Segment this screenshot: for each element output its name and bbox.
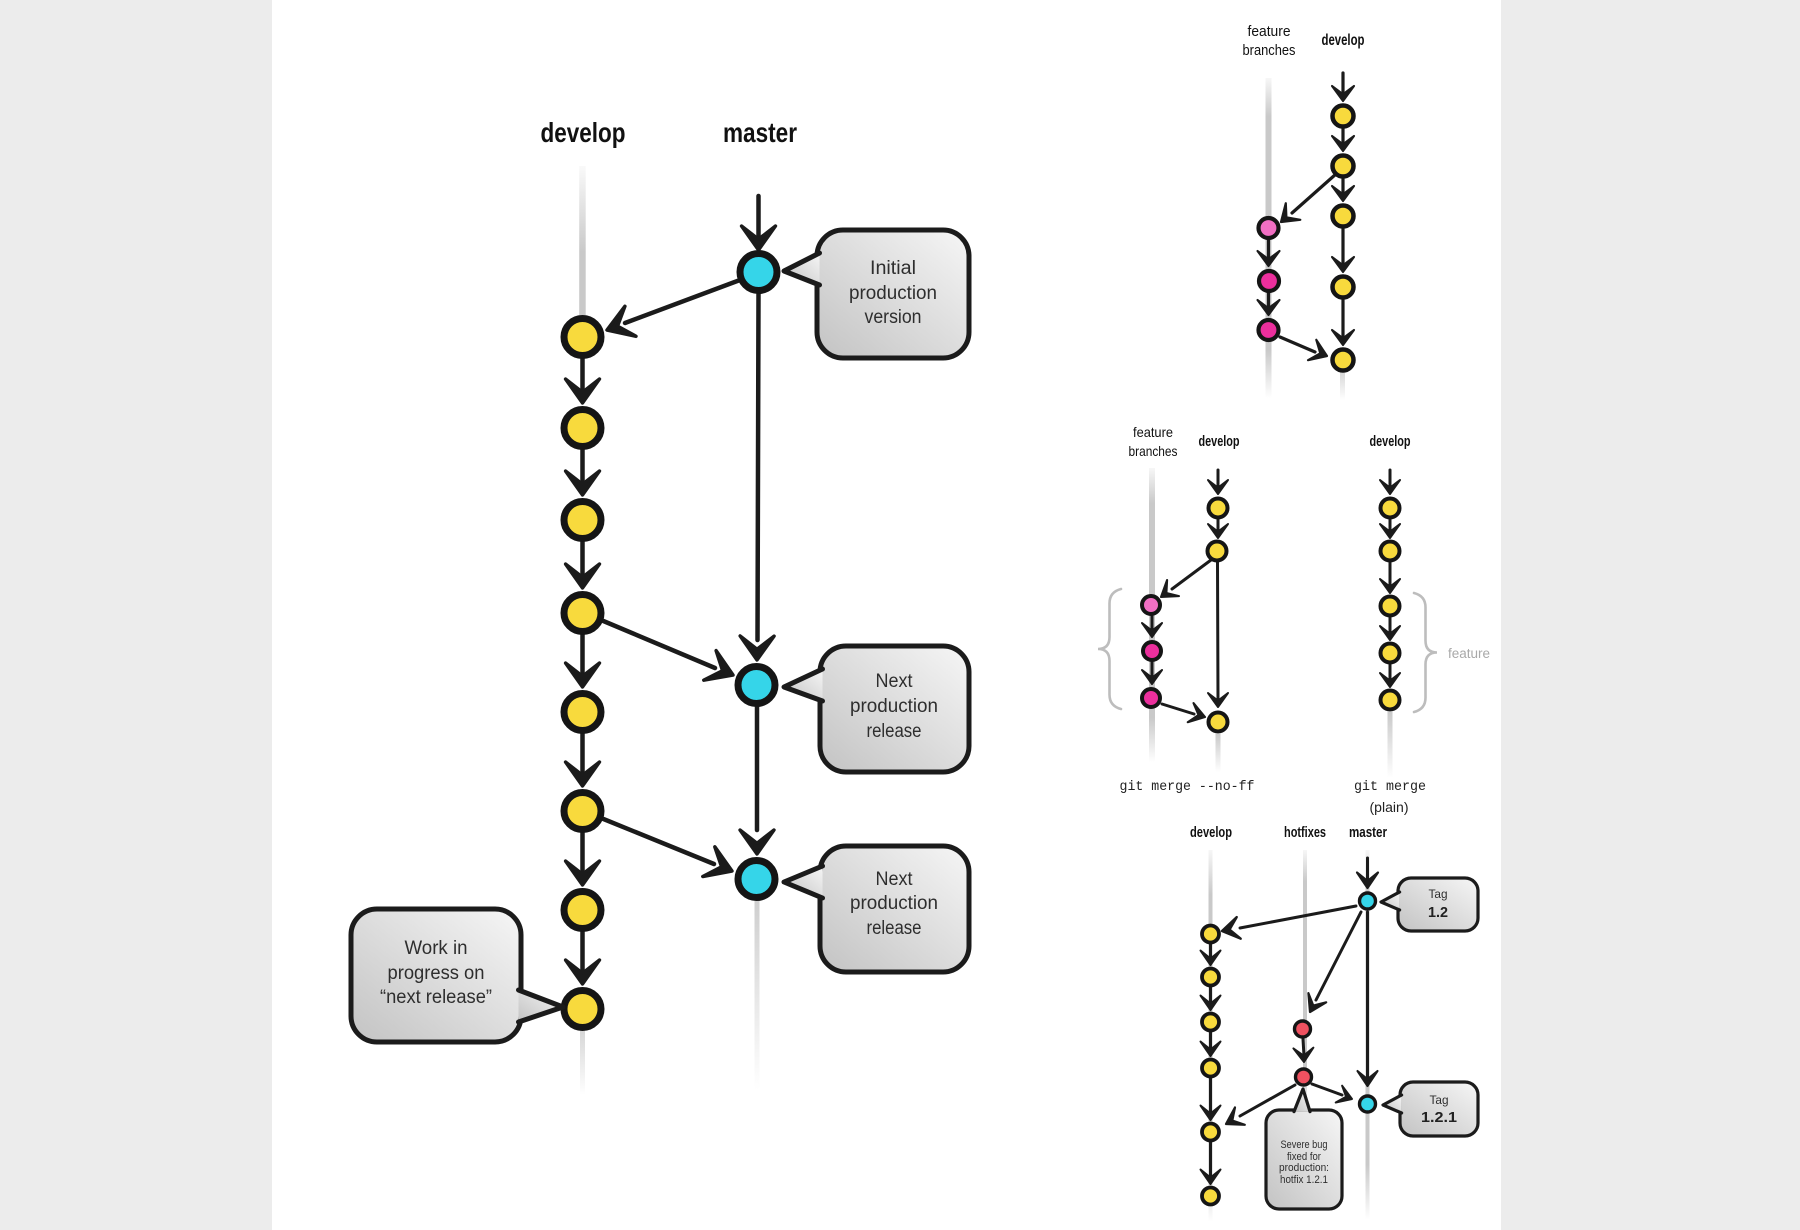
svg-text:fixed for: fixed for: [1287, 1151, 1321, 1163]
svg-text:Initial: Initial: [870, 258, 916, 279]
svg-text:“next release”: “next release”: [380, 987, 492, 1008]
svg-text:hotfixes: hotfixes: [1284, 825, 1326, 841]
svg-text:Tag: Tag: [1430, 1093, 1449, 1107]
svg-text:production: production: [850, 696, 938, 717]
svg-text:release: release: [867, 918, 922, 939]
svg-text:develop: develop: [541, 117, 626, 148]
svg-text:master: master: [723, 117, 797, 148]
svg-text:version: version: [865, 307, 922, 328]
svg-text:1.2.1: 1.2.1: [1421, 1109, 1457, 1126]
svg-text:Tag: Tag: [1429, 887, 1448, 901]
svg-text:git merge: git merge: [1354, 780, 1426, 795]
svg-text:feature: feature: [1133, 424, 1173, 440]
svg-text:feature: feature: [1448, 646, 1490, 661]
svg-text:git merge --no-ff: git merge --no-ff: [1120, 780, 1255, 795]
svg-text:develop: develop: [1190, 825, 1232, 841]
svg-text:(plain): (plain): [1370, 800, 1409, 815]
svg-text:hotfix 1.2.1: hotfix 1.2.1: [1280, 1174, 1328, 1186]
svg-text:develop: develop: [1322, 32, 1365, 49]
svg-text:Next: Next: [876, 671, 914, 692]
svg-text:Severe bug: Severe bug: [1281, 1139, 1328, 1151]
svg-text:Work in: Work in: [405, 938, 468, 959]
svg-text:1.2: 1.2: [1428, 904, 1448, 921]
svg-text:feature: feature: [1248, 23, 1291, 40]
svg-text:production: production: [849, 283, 937, 304]
svg-text:progress on: progress on: [388, 963, 485, 984]
svg-text:master: master: [1349, 825, 1387, 841]
svg-text:branches: branches: [1243, 42, 1296, 59]
svg-text:production: production: [850, 893, 938, 914]
svg-text:develop: develop: [1370, 434, 1411, 450]
svg-text:Next: Next: [876, 869, 914, 890]
svg-text:branches: branches: [1129, 443, 1178, 459]
svg-text:production:: production:: [1279, 1162, 1329, 1174]
svg-text:release: release: [867, 721, 922, 742]
svg-text:develop: develop: [1199, 434, 1240, 450]
